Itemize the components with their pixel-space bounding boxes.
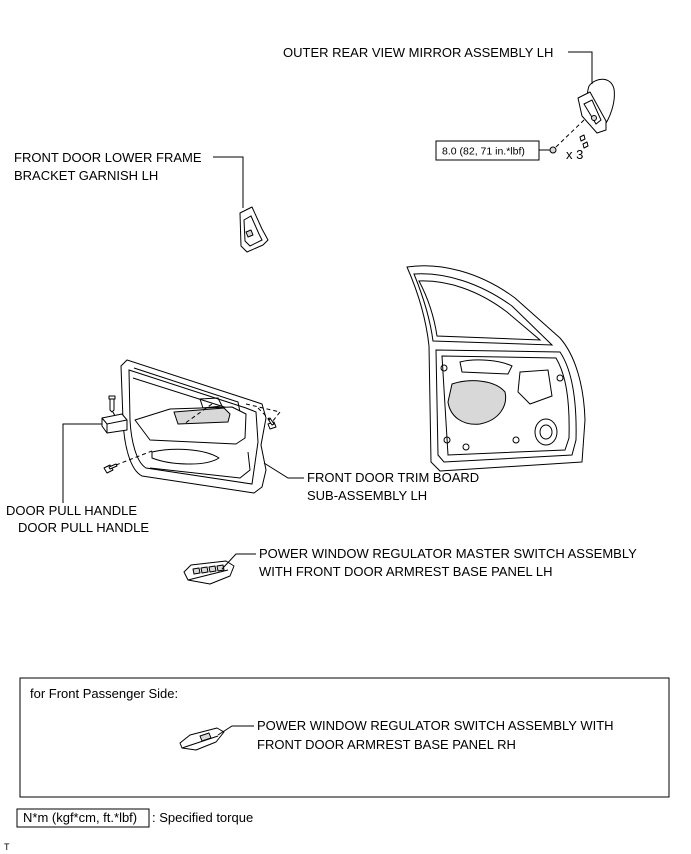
door-speaker-hole-inner (539, 424, 553, 440)
rh-switch-edge (181, 735, 219, 749)
garnish-clip (245, 229, 254, 238)
mirror-bolt-2 (582, 141, 589, 149)
door-right-hole (517, 369, 553, 405)
door-clip-hole-4 (556, 374, 564, 382)
legend-description: : Specified torque (152, 810, 253, 825)
door-clip-hole-3 (512, 436, 520, 444)
door-clip-hole-1 (443, 436, 451, 444)
garnish-detail (243, 215, 263, 247)
trim-switch-screw-dashed (183, 403, 213, 425)
door-outer-outline (406, 265, 586, 472)
trim-board-switch-opening (173, 407, 231, 425)
mirror-nut (549, 146, 557, 154)
trim-screw-right-dashed (245, 403, 281, 423)
pull-handle-label-line2: DOOR PULL HANDLE (18, 520, 149, 535)
bolt-quantity: x 3 (566, 147, 583, 162)
door-speaker-hole (534, 418, 558, 446)
door-upper-hole (459, 359, 513, 375)
torque-value: 8.0 (82, 71 in.*lbf) (442, 146, 525, 158)
passenger-side-box (19, 677, 670, 798)
rh-switch-label-line2: FRONT DOOR ARMREST BASE PANEL RH (257, 737, 516, 752)
garnish-label-line2: BRACKET GARNISH LH (14, 168, 158, 183)
outer-rear-view-mirror (577, 78, 615, 149)
trim-board-inside-handle (199, 397, 223, 409)
door-inner-panel (435, 349, 577, 463)
door-pull-handle (101, 413, 128, 434)
master-switch-button-3 (208, 565, 217, 573)
mirror-bolt-1 (579, 134, 586, 142)
pull-handle-label-line1: DOOR PULL HANDLE (6, 503, 137, 518)
trim-screw-right (267, 417, 277, 430)
door-window-opening (418, 280, 542, 341)
door-clip-hole-2 (462, 443, 470, 451)
trim-board-label-line2: SUB-ASSEMBLY LH (307, 488, 427, 503)
garnish-leader-line (213, 156, 244, 208)
garnish-label-line1: FRONT DOOR LOWER FRAME (14, 150, 202, 165)
passenger-side-title: for Front Passenger Side: (30, 686, 178, 701)
legend-torque-box (16, 808, 150, 828)
trim-screw-top-left (108, 395, 116, 413)
master-switch-label-line1: POWER WINDOW REGULATOR MASTER SWITCH ASS… (259, 546, 637, 561)
master-switch-assembly-lh (183, 560, 235, 585)
master-switch-leader-line (221, 553, 256, 570)
pull-handle-body (101, 413, 128, 434)
front-door-trim-board (120, 359, 267, 494)
master-switch-edge (187, 569, 229, 581)
master-switch-button-1 (192, 567, 201, 575)
trim-board-label-line1: FRONT DOOR TRIM BOARD (307, 470, 479, 485)
switch-assembly-rh (179, 727, 225, 751)
master-switch-button-2 (200, 566, 209, 574)
trim-board-leader-line (263, 462, 304, 479)
rh-switch-leader-line (217, 725, 254, 736)
trim-board-door-pocket (149, 451, 251, 479)
mirror-bolt-hole (591, 115, 597, 121)
pull-handle-detail (101, 417, 128, 433)
door-window-frame (413, 273, 554, 346)
mirror-base (577, 91, 607, 134)
trim-board-inner-edge (128, 369, 259, 485)
door-clip-hole-5 (440, 364, 448, 372)
master-switch-button-4 (216, 564, 225, 572)
mirror-label: OUTER REAR VIEW MIRROR ASSEMBLY LH (283, 45, 553, 60)
trim-screw-bottom-left (103, 463, 118, 474)
door-inner-rib (441, 355, 570, 456)
rh-switch-label-line1: POWER WINDOW REGULATOR SWITCH ASSEMBLY W… (257, 718, 614, 733)
front-door-panel (406, 265, 586, 472)
legend-torque-unit: N*m (kgf*cm, ft.*lbf) (23, 810, 137, 825)
mirror-nut-dashed-line (555, 119, 585, 148)
pull-handle-leader-line (62, 423, 102, 503)
footer-code: T (4, 842, 10, 852)
lower-frame-bracket-garnish (239, 206, 269, 253)
trim-board-upper-panel (132, 367, 241, 413)
master-switch-label-line2: WITH FRONT DOOR ARMREST BASE PANEL LH (259, 564, 553, 579)
trim-board-pull-pocket (151, 448, 220, 465)
door-service-hole (447, 380, 507, 425)
mirror-leader-line (568, 51, 593, 84)
